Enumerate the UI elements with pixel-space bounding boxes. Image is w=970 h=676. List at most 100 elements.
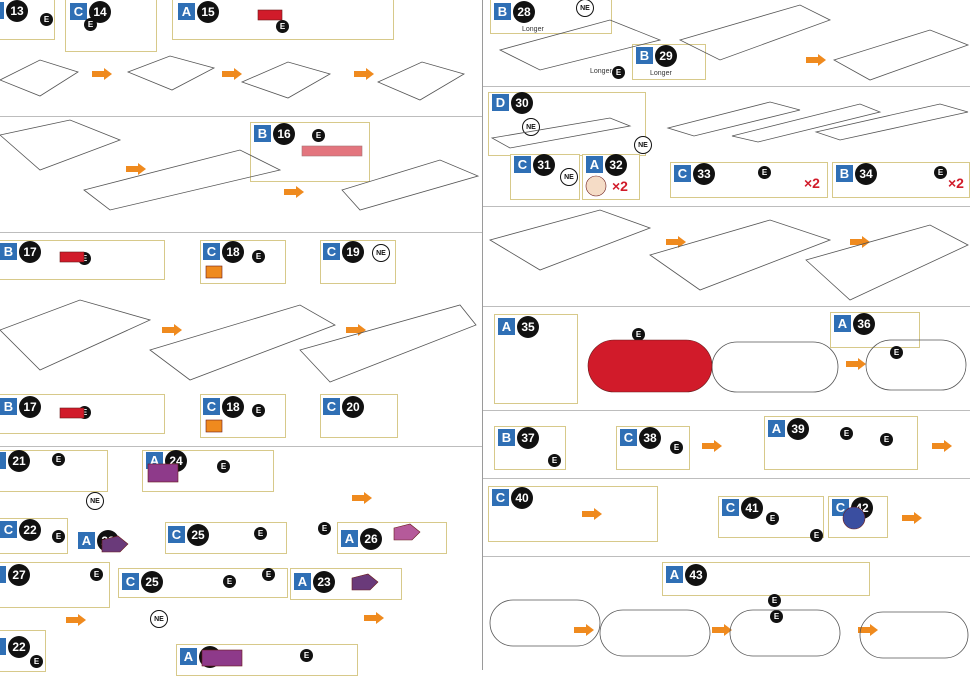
e-badge: E xyxy=(276,20,289,33)
e-badge: E xyxy=(254,527,267,540)
e-badge: E xyxy=(632,328,645,341)
part-letter: B xyxy=(0,398,17,415)
step-number: 29 xyxy=(655,44,677,67)
step-number: 39 xyxy=(787,417,809,440)
e-badge: E xyxy=(52,530,65,543)
quantity-x2: ×2 xyxy=(948,175,964,191)
step-label-28: B 28 xyxy=(494,0,535,23)
part-letter: B xyxy=(498,429,515,446)
part-letter: A xyxy=(180,648,197,665)
step-number: 32 xyxy=(605,153,627,176)
e-badge: E xyxy=(30,655,43,668)
part-letter: A xyxy=(178,3,195,20)
part-letter xyxy=(0,566,6,583)
step-label-21: 21 xyxy=(0,449,30,472)
e-badge: E xyxy=(840,427,853,440)
e-badge: E xyxy=(768,594,781,607)
step-number: 37 xyxy=(517,426,539,449)
step-label-14: C 14 xyxy=(70,0,111,23)
step-label-19: C 19 xyxy=(323,240,364,263)
part-letter: A xyxy=(586,156,603,173)
e-badge: E xyxy=(758,166,771,179)
step-label-18a: C 18 xyxy=(203,240,244,263)
step-label-25a: C 25 xyxy=(168,523,209,546)
step-label-34: B 34 xyxy=(836,162,877,185)
step-number: 36 xyxy=(853,312,875,335)
part-letter: C xyxy=(0,521,17,538)
e-badge: E xyxy=(612,66,625,79)
step-label-20: C 20 xyxy=(323,395,364,418)
step-number: 21 xyxy=(8,449,30,472)
part-letter: C xyxy=(203,398,220,415)
step-number: 33 xyxy=(693,162,715,185)
e-badge: E xyxy=(252,404,265,417)
e-badge: E xyxy=(52,453,65,466)
ne-badge: NE xyxy=(522,118,540,136)
step-label-32: A 32 xyxy=(586,153,627,176)
ne-badge: NE xyxy=(372,244,390,262)
quantity-x2: ×2 xyxy=(612,178,628,194)
step-label-29: B 29 xyxy=(636,44,677,67)
part-letter: A xyxy=(341,530,358,547)
part-letter: C xyxy=(620,429,637,446)
part-letter: A xyxy=(666,566,683,583)
step-label-16: B 16 xyxy=(254,122,295,145)
ne-badge: NE xyxy=(150,610,168,628)
step-label-17a: B 17 xyxy=(0,240,41,263)
row-divider xyxy=(483,478,970,479)
e-badge: E xyxy=(223,575,236,588)
step-label-17b: B 17 xyxy=(0,395,41,418)
step-number: 38 xyxy=(639,426,661,449)
part-letter: C xyxy=(323,243,340,260)
step-number: 34 xyxy=(855,162,877,185)
part-letter: C xyxy=(168,526,185,543)
step-number: 40 xyxy=(511,486,533,509)
step-label-31: C 31 xyxy=(514,153,555,176)
step-number: 43 xyxy=(685,563,707,586)
step-label-26: A 26 xyxy=(341,527,382,550)
step-label-22b: 22 xyxy=(0,635,30,658)
step-number: 25 xyxy=(187,523,209,546)
step-label-43: A 43 xyxy=(666,563,707,586)
part-letter: D xyxy=(492,94,509,111)
part-letter: B xyxy=(836,165,853,182)
e-badge: E xyxy=(318,522,331,535)
part-letter: B xyxy=(0,243,17,260)
step-label-13: 13 xyxy=(0,0,28,22)
longer-label: Longer xyxy=(650,70,672,77)
step-number: 18 xyxy=(222,240,244,263)
ne-badge: NE xyxy=(560,168,578,186)
step-number: 20 xyxy=(342,395,364,418)
step-label-25b: C 25 xyxy=(122,570,163,593)
part-letter xyxy=(0,452,6,469)
step-number: 26 xyxy=(360,527,382,550)
part-letter: B xyxy=(254,125,271,142)
step-number: 27 xyxy=(8,563,30,586)
ne-badge: NE xyxy=(634,136,652,154)
step-number: 31 xyxy=(533,153,555,176)
step-label-22a: C 22 xyxy=(0,518,41,541)
step-number: 23 xyxy=(313,570,335,593)
e-badge: E xyxy=(766,512,779,525)
part-letter xyxy=(0,2,4,19)
e-badge: E xyxy=(40,13,53,26)
part-letter: A xyxy=(294,573,311,590)
step-label-30: D 30 xyxy=(492,91,533,114)
center-divider xyxy=(482,0,483,670)
longer-label: Longer xyxy=(590,68,612,75)
step-label-40: C 40 xyxy=(492,486,533,509)
e-badge: E xyxy=(262,568,275,581)
part-letter: C xyxy=(70,3,87,20)
row-divider xyxy=(483,410,970,411)
row-divider xyxy=(483,306,970,307)
longer-label: Longer xyxy=(522,26,544,33)
row-divider xyxy=(0,116,482,117)
e-badge: E xyxy=(548,454,561,467)
step-label-23b: A 23 xyxy=(294,570,335,593)
e-badge: E xyxy=(217,460,230,473)
e-badge: E xyxy=(770,610,783,623)
step-label-38: C 38 xyxy=(620,426,661,449)
part-letter: A xyxy=(78,532,95,549)
